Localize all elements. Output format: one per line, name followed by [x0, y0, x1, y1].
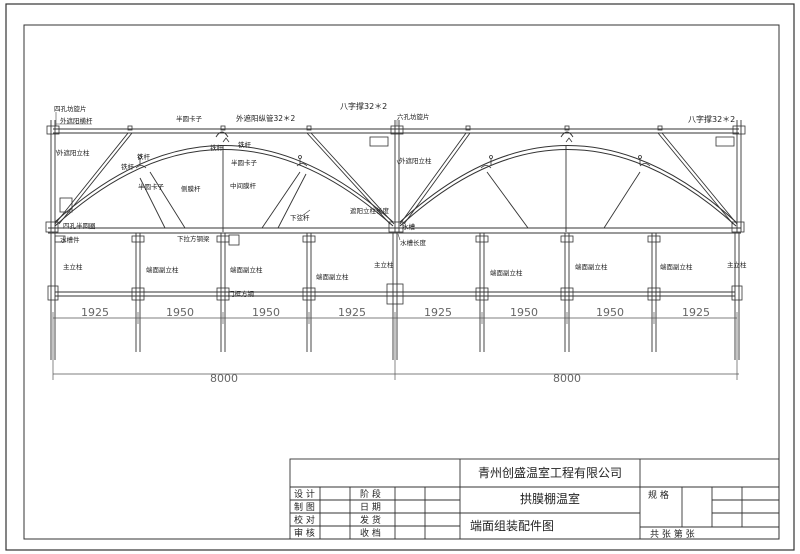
label-side-film-rod: 侧膜杆 — [181, 184, 201, 193]
title-row-2-left: 制 图 — [294, 501, 315, 513]
label-gutter: 水槽 — [402, 222, 416, 231]
door-frame-beam — [55, 291, 735, 297]
label-lower-chord: 下弦杆 — [290, 213, 310, 222]
label-iron-rod-2: 铁杆 — [137, 152, 151, 161]
dim-left-bay-3: 1950 — [252, 306, 280, 319]
label-main-column-mid: 主立柱 — [374, 260, 394, 269]
dim-right-bay-2: 1950 — [510, 306, 538, 319]
title-row-4-right: 收 档 — [360, 527, 381, 539]
title-row-3-right: 发 货 — [360, 514, 381, 526]
dimension-text: 1925 1950 1950 1925 1925 1950 1950 1925 … — [81, 306, 710, 385]
label-end-sub-column-1: 端面副立柱 — [146, 265, 179, 274]
label-brace-1: 八字撑32＊2 — [340, 101, 387, 111]
label-six-hole-clip: 六孔坊旋片 — [397, 112, 430, 121]
gutter-nodes — [45, 221, 745, 233]
end-face-columns — [50, 233, 740, 360]
title-row-1-right: 阶 段 — [360, 488, 381, 500]
dimension-lines — [52, 312, 739, 380]
dim-left-span: 8000 — [210, 372, 238, 385]
label-gutter-pipe: 水槽件 — [60, 235, 80, 244]
outer-shade-columns — [50, 120, 742, 232]
lower-chord-beam — [48, 227, 741, 234]
title-row-2-right: 日 期 — [360, 502, 381, 513]
label-half-clip-1: 半圆卡子 — [176, 114, 203, 123]
dim-right-bay-3: 1950 — [596, 306, 624, 319]
label-iron-rod-3: 铁杆 — [210, 143, 224, 152]
dim-left-bay-2: 1950 — [166, 306, 194, 319]
label-outer-shade-column-2: 外遮阳立柱 — [399, 156, 432, 165]
title-company: 青州创盛温室工程有限公司 — [478, 465, 622, 480]
label-end-sub-column-5: 端面副立柱 — [575, 262, 608, 271]
label-four-hole-clip: 四孔坊旋片 — [54, 104, 87, 113]
label-half-clip-2: 半圆卡子 — [138, 182, 165, 191]
sheet-border — [5, 3, 795, 551]
leader-lines — [55, 112, 401, 241]
label-end-sub-column-4: 端面副立柱 — [490, 268, 523, 277]
label-half-clip-3: 半圆卡子 — [231, 158, 258, 167]
label-gutter-extension: 水槽长度 — [400, 238, 427, 247]
label-middle-film-rod: 中间膜杆 — [230, 181, 257, 190]
title-drawing: 端面组装配件图 — [470, 519, 554, 533]
label-door-frame: 门框方钢 — [228, 289, 255, 298]
title-sheet-count: 共 张 第 张 — [650, 528, 695, 540]
dim-right-bay-1: 1925 — [424, 306, 452, 319]
label-outer-shade-pipe: 外遮阳纵管32＊2 — [236, 113, 296, 123]
label-end-sub-column-2: 端面副立柱 — [230, 265, 263, 274]
dim-left-bay-1: 1925 — [81, 306, 109, 319]
label-outer-shade-crossbar: 外遮阳横杆 — [60, 116, 93, 125]
label-iron-rod-4: 铁杆 — [238, 140, 252, 149]
peak-clip-right — [560, 131, 574, 138]
label-main-column-left: 主立柱 — [63, 262, 83, 271]
outer-shade-crossbar — [53, 128, 739, 134]
peak-clip-left — [215, 131, 229, 138]
film-arches — [54, 145, 737, 227]
part-labels: 四孔坊旋片 外遮阳横杆 外遮阳立柱 半圆卡子 外遮阳纵管32＊2 八字撑32＊2… — [54, 101, 747, 298]
label-shade-post-extension: 遮阳立柱长度 — [350, 206, 390, 215]
label-end-sub-column-6: 端面副立柱 — [660, 262, 693, 271]
frame-brackets — [47, 197, 743, 305]
title-row-4-left: 审 核 — [294, 527, 315, 539]
title-row-3-left: 校 对 — [294, 514, 315, 526]
brace-members-right — [399, 132, 738, 232]
title-row-1-left: 设 计 — [294, 488, 315, 500]
label-end-sub-column-3: 端面副立柱 — [316, 272, 349, 281]
label-brace-2: 八字撑32＊2 — [688, 114, 735, 124]
title-project: 拱膜棚温室 — [520, 491, 580, 506]
label-four-hole-half-ring: 四孔半圆圈 — [63, 221, 96, 230]
greenhouse-end-frame — [45, 112, 746, 380]
label-outer-shade-column: 外遮阳立柱 — [57, 148, 90, 157]
label-main-column-right: 主立柱 — [727, 260, 747, 269]
title-block: 青州创盛温室工程有限公司 拱膜棚温室 端面组装配件图 规 格 共 张 第 张 设… — [289, 458, 780, 540]
brace-members-left — [54, 132, 395, 232]
arch-clips — [135, 137, 651, 169]
dim-right-span: 8000 — [553, 372, 581, 385]
label-iron-rod-1: 铁杆 — [121, 162, 135, 171]
dim-right-bay-4: 1925 — [682, 306, 710, 319]
dim-left-bay-4: 1925 — [338, 306, 366, 319]
label-lower-brace-beam: 下拉方钢梁 — [177, 234, 210, 243]
title-spec-label: 规 格 — [648, 489, 669, 501]
crossbar-clips — [127, 125, 663, 131]
